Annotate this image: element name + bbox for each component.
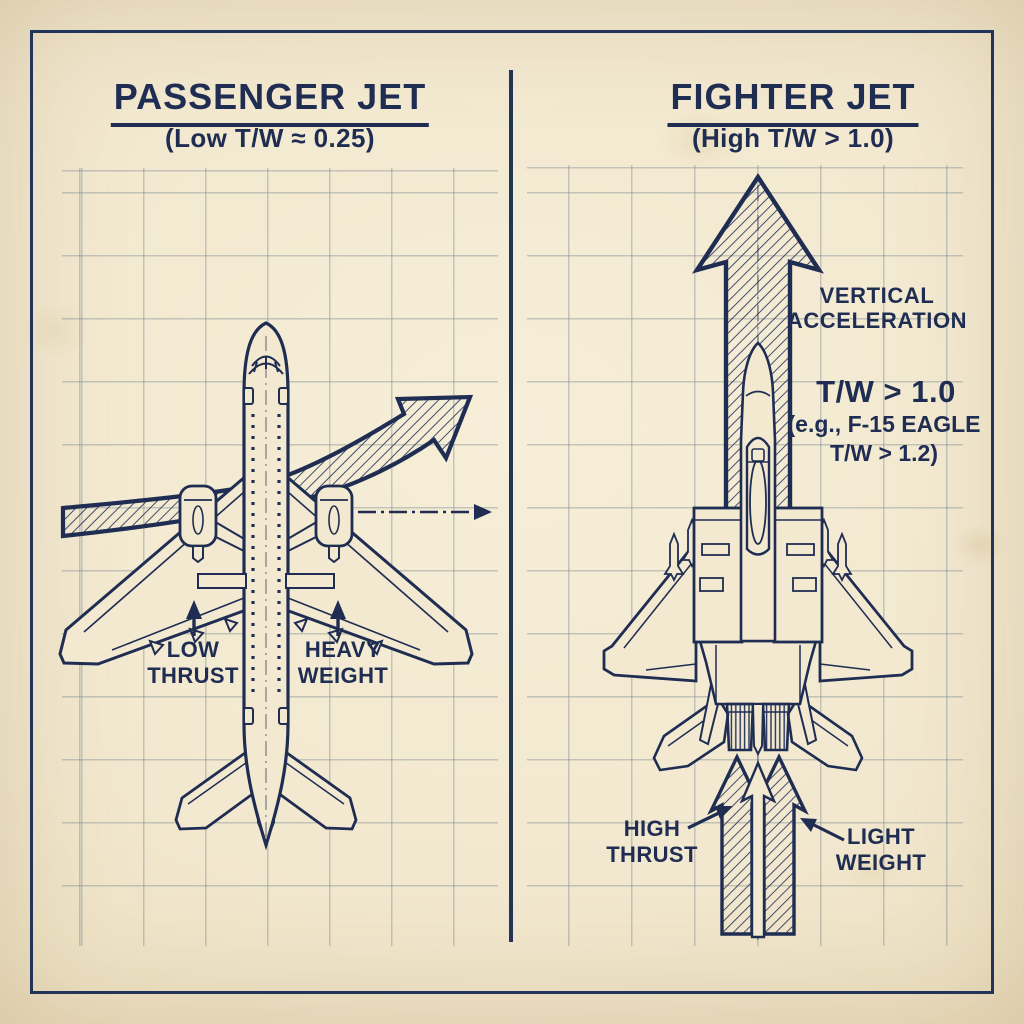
- thrust-arrow-center: [739, 759, 777, 939]
- heavy-weight-line2: WEIGHT: [297, 663, 389, 688]
- high-thrust-label: HIGH THRUST: [606, 816, 698, 868]
- tw-ratio-value: T/W > 1.0: [816, 374, 956, 409]
- heavy-weight-label: HEAVY WEIGHT: [298, 637, 388, 689]
- low-thrust-line1: LOW: [166, 637, 220, 662]
- tw-ratio-detail: (e.g., F-15 EAGLE T/W > 1.2): [788, 410, 981, 468]
- vertical-acceleration-line1: VERTICAL: [819, 283, 935, 308]
- high-thrust-line2: THRUST: [606, 842, 698, 867]
- light-weight-line2: WEIGHT: [835, 850, 927, 875]
- left-panel-title-text: PASSENGER JET: [110, 76, 430, 127]
- tw-ratio-detail-line1: (e.g., F-15 EAGLE: [787, 411, 981, 437]
- wing-missiles: [663, 517, 853, 583]
- right-panel-title-text: FIGHTER JET: [667, 76, 919, 127]
- horizontal-reference-arrow: [358, 504, 492, 520]
- low-thrust-line2: THRUST: [147, 663, 239, 688]
- left-panel-title: PASSENGER JET: [110, 76, 430, 127]
- fighter-canopy: [745, 436, 771, 556]
- low-thrust-pointer-arrow: [186, 600, 202, 636]
- low-thrust-label: LOW THRUST: [147, 637, 239, 689]
- heavy-weight-line1: HEAVY: [304, 637, 382, 662]
- airliner-fuselage: [197, 321, 335, 851]
- fighter-intakes: [692, 506, 824, 644]
- airliner-engine-left: [178, 484, 247, 564]
- fighter-rear-fuselage: [698, 639, 818, 706]
- left-panel-subtitle: (Low T/W ≈ 0.25): [165, 123, 375, 153]
- fighter-jet-drawing: [602, 341, 914, 772]
- right-panel-title: FIGHTER JET: [667, 76, 919, 127]
- heavy-weight-pointer-arrow: [330, 600, 346, 636]
- light-weight-leader-arrow: [800, 818, 845, 842]
- high-thrust-leader-arrow: [687, 806, 733, 830]
- fighter-engine-nozzles: [725, 702, 791, 757]
- right-panel-subtitle: (High T/W > 1.0): [691, 123, 895, 153]
- airliner-engine-right: [285, 484, 354, 564]
- high-thrust-line1: HIGH: [623, 816, 681, 841]
- light-weight-label: LIGHT WEIGHT: [836, 824, 926, 876]
- vertical-acceleration-line2: ACCELERATION: [786, 308, 968, 333]
- airliner-doors: [243, 387, 289, 725]
- panel-divider-line: [509, 70, 513, 942]
- light-weight-line1: LIGHT: [846, 824, 915, 849]
- airliner-windows: [251, 414, 281, 700]
- tw-ratio-detail-line2: T/W > 1.2): [829, 440, 938, 466]
- vertical-acceleration-label: VERTICAL ACCELERATION: [787, 283, 967, 333]
